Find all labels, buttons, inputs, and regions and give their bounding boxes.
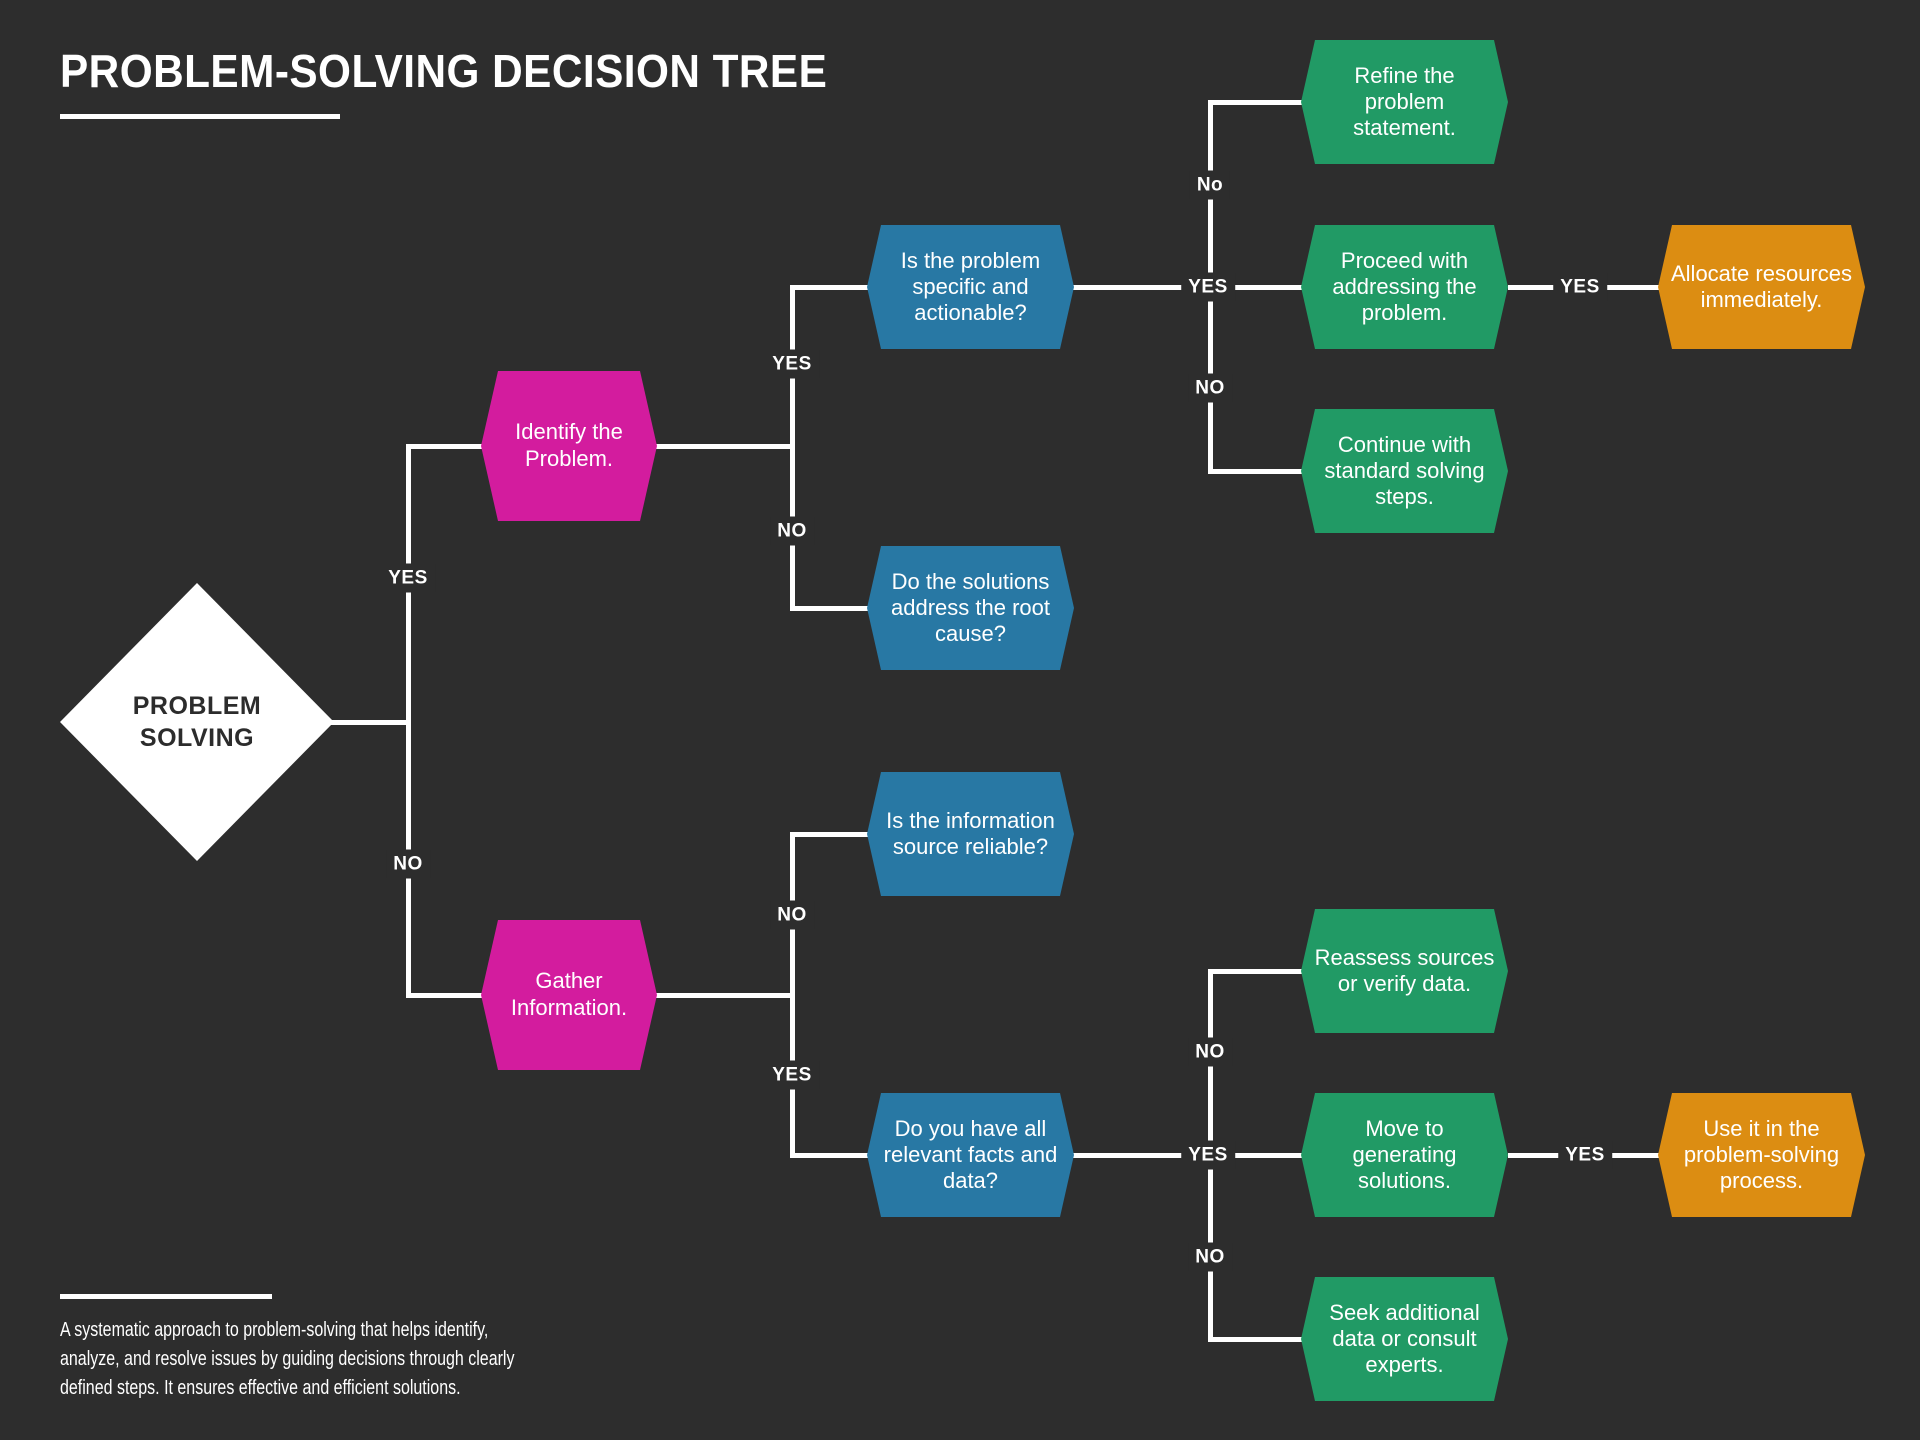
- edge-label-proceed-yes: YES: [1553, 272, 1607, 302]
- edge-label-specific-no-up: No: [1189, 170, 1231, 200]
- edge-label-root-yes: YES: [381, 563, 435, 593]
- connector-line: [330, 720, 410, 725]
- edge-label-gather-no: NO: [770, 900, 814, 930]
- node-gather-information: Gather Information.: [481, 920, 657, 1070]
- node-continue-standard-steps: Continue with standard solving steps.: [1301, 409, 1508, 533]
- edge-label-facts-no-up: NO: [1188, 1037, 1232, 1067]
- node-label: Proceed with addressing the problem.: [1332, 248, 1477, 325]
- node-allocate-resources: Allocate resources immediately.: [1658, 225, 1865, 349]
- node-label: Reassess sources or verify data.: [1314, 945, 1495, 996]
- node-label: Move to generating solutions.: [1352, 1116, 1457, 1193]
- connector-line: [406, 444, 486, 449]
- connector-line: [1208, 469, 1305, 474]
- edge-label-move-yes: YES: [1558, 1140, 1612, 1170]
- title-underline: [60, 114, 340, 119]
- node-move-to-generating-solutions: Move to generating solutions.: [1301, 1093, 1508, 1217]
- node-is-problem-specific: Is the problem specific and actionable?: [867, 225, 1074, 349]
- node-label: Do you have all relevant facts and data?: [883, 1116, 1058, 1193]
- edge-label-specific-no-down: NO: [1188, 373, 1232, 403]
- node-label: PROBLEM SOLVING: [132, 691, 262, 753]
- connector-line: [790, 1153, 872, 1158]
- node-proceed-with-addressing: Proceed with addressing the problem.: [1301, 225, 1508, 349]
- node-use-in-problem-solving: Use it in the problem-solving process.: [1658, 1093, 1865, 1217]
- node-problem-solving: PROBLEM SOLVING: [60, 583, 334, 861]
- page-title: PROBLEM-SOLVING DECISION TREE: [60, 45, 828, 97]
- edge-label-gather-yes: YES: [765, 1060, 819, 1090]
- node-solutions-address-root-cause: Do the solutions address the root cause?: [867, 546, 1074, 670]
- connector-line: [406, 993, 486, 998]
- edge-label-identify-yes: YES: [765, 349, 819, 379]
- edge-label-root-no: NO: [386, 849, 430, 879]
- node-label: Is the problem specific and actionable?: [900, 248, 1041, 325]
- edge-label-identify-no: NO: [770, 516, 814, 546]
- edge-label-specific-yes: YES: [1181, 272, 1235, 302]
- node-refine-problem-statement: Refine the problem statement.: [1301, 40, 1508, 164]
- node-label: Continue with standard solving steps.: [1324, 432, 1485, 509]
- connector-line: [655, 993, 795, 998]
- node-label: Gather Information.: [510, 968, 628, 1020]
- edge-label-facts-yes: YES: [1181, 1140, 1235, 1170]
- node-label: Refine the problem statement.: [1353, 63, 1456, 140]
- node-label: Allocate resources immediately.: [1671, 261, 1852, 312]
- node-label: Is the information source reliable?: [886, 808, 1055, 859]
- connector-line: [790, 285, 872, 290]
- node-have-all-relevant-facts: Do you have all relevant facts and data?: [867, 1093, 1074, 1217]
- connector-line: [655, 444, 795, 449]
- node-label: Identify the Problem.: [515, 419, 623, 471]
- footer-divider: [60, 1294, 272, 1299]
- connector-line: [1208, 1337, 1305, 1342]
- node-label: Do the solutions address the root cause?: [891, 569, 1050, 646]
- node-identify-the-problem: Identify the Problem.: [481, 371, 657, 521]
- connector-line: [790, 832, 872, 837]
- footer-description: A systematic approach to problem-solving…: [60, 1319, 515, 1399]
- connector-line: [790, 606, 872, 611]
- node-label: Use it in the problem-solving process.: [1683, 1116, 1840, 1193]
- node-label: Seek additional data or consult experts.: [1329, 1300, 1480, 1377]
- node-reassess-sources: Reassess sources or verify data.: [1301, 909, 1508, 1033]
- connector-line: [1208, 100, 1305, 105]
- edge-label-facts-no-down: NO: [1188, 1242, 1232, 1272]
- node-seek-additional-data: Seek additional data or consult experts.: [1301, 1277, 1508, 1401]
- connector-line: [1208, 969, 1305, 974]
- node-information-source-reliable: Is the information source reliable?: [867, 772, 1074, 896]
